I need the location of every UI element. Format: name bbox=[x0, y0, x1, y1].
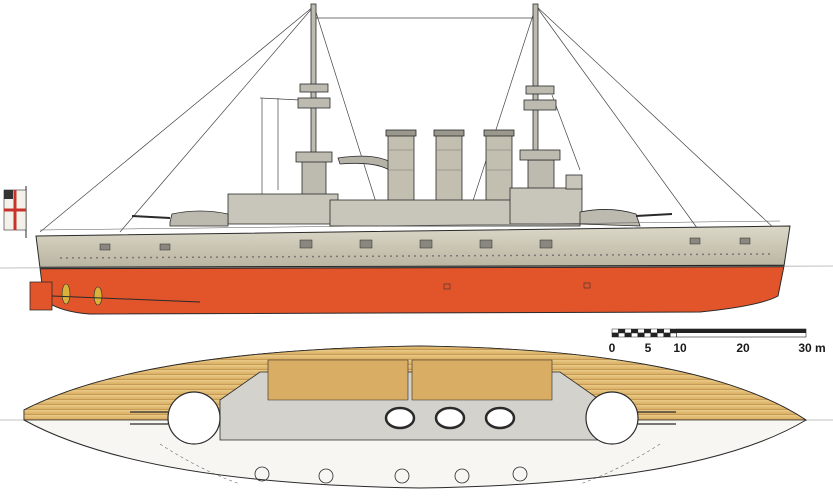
scale-cell bbox=[631, 332, 639, 338]
scale-label-10: 10 bbox=[673, 341, 687, 355]
scale-cell bbox=[644, 328, 652, 334]
plan-view bbox=[0, 345, 833, 489]
scale-cell bbox=[618, 332, 626, 338]
hull-lower bbox=[39, 265, 785, 315]
scale-cell bbox=[663, 332, 671, 338]
casemate-guns bbox=[99, 237, 751, 251]
scale-cell bbox=[650, 328, 658, 334]
scale-cell bbox=[644, 332, 652, 338]
plan-funnels bbox=[384, 406, 516, 430]
scale-cell bbox=[637, 328, 645, 334]
scale-cell bbox=[631, 328, 639, 334]
turrets-side bbox=[131, 209, 673, 227]
plan-fore-turret bbox=[167, 391, 221, 445]
deck-railing bbox=[39, 220, 781, 231]
rigging-lines bbox=[39, 5, 777, 233]
waterline bbox=[0, 265, 833, 269]
scale-cell bbox=[624, 332, 632, 338]
funnels bbox=[385, 129, 515, 211]
scale-bar-segment bbox=[676, 329, 806, 333]
scale-cell bbox=[618, 328, 626, 334]
plan-aft-turret bbox=[585, 391, 639, 445]
scale-label-5: 5 bbox=[645, 341, 652, 355]
propeller-icon bbox=[61, 283, 103, 306]
scale-cell bbox=[650, 332, 658, 338]
main-mast bbox=[519, 3, 561, 199]
side-profile-view bbox=[0, 3, 833, 315]
scale-cell bbox=[669, 328, 677, 334]
scale-cell bbox=[611, 328, 619, 334]
scale-cell bbox=[663, 328, 671, 334]
aft-turret bbox=[579, 209, 641, 227]
naval-ensign-icon bbox=[3, 186, 27, 238]
scale-cell bbox=[669, 332, 677, 338]
superstructure bbox=[227, 174, 583, 227]
scale-label-0: 0 bbox=[609, 341, 616, 355]
scale-bar-outline bbox=[676, 328, 807, 338]
plan-casemates bbox=[254, 466, 528, 484]
fore-mast bbox=[295, 3, 333, 201]
porthole-line bbox=[59, 253, 771, 259]
scale-cell bbox=[624, 328, 632, 334]
scale-cell bbox=[657, 332, 664, 338]
funnel-3 bbox=[485, 131, 513, 211]
fore-turret bbox=[169, 210, 229, 227]
funnel-1 bbox=[387, 131, 415, 211]
scale-label-30m: 30 m bbox=[798, 341, 825, 355]
funnel-2 bbox=[435, 131, 463, 211]
scale-cell bbox=[611, 332, 619, 338]
scale-cell bbox=[637, 332, 645, 338]
scale-bar: 0 5 10 20 30 m bbox=[609, 328, 826, 355]
rudder bbox=[29, 281, 53, 311]
plan-turrets bbox=[130, 391, 676, 445]
hull-upper bbox=[35, 225, 791, 269]
scale-label-20: 20 bbox=[736, 341, 750, 355]
scale-cell bbox=[657, 328, 664, 334]
